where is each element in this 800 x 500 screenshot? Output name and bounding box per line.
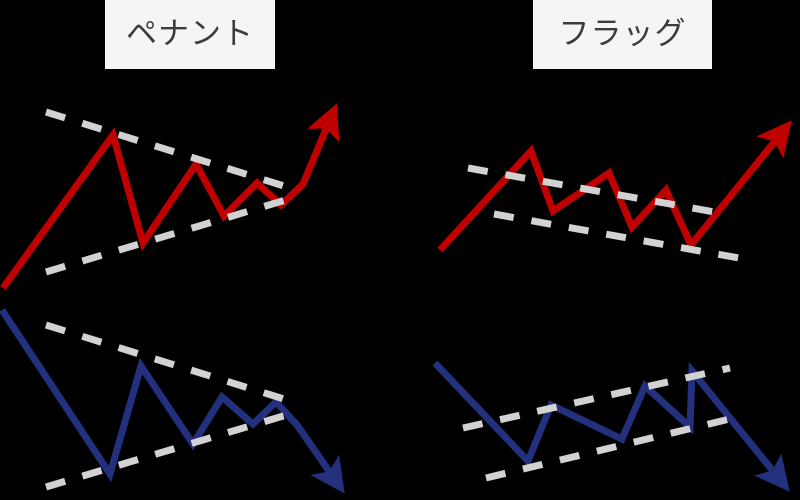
- pennant-bearish-lower-trendline: [44, 407, 302, 491]
- pennant-bullish-upper-trendline: [44, 108, 299, 194]
- flag-bearish-group: [432, 360, 790, 492]
- pennant-bullish-lower-trendline: [44, 192, 301, 276]
- pennant-bearish-upper-trendline: [44, 321, 302, 408]
- panel-title-flag: フラッグ: [533, 0, 712, 69]
- panel-title-flag-label: フラッグ: [558, 16, 687, 52]
- pennant-bearish-line: [0, 308, 345, 494]
- flag-bullish-lower-trendline: [493, 210, 751, 264]
- flag-bearish-upper-trendline: [462, 364, 731, 432]
- pennant-bearish-group: [0, 308, 345, 494]
- flag-bearish-lower-trendline: [485, 413, 739, 482]
- flag-bullish-group: [437, 120, 792, 264]
- flag-bearish-line: [432, 360, 790, 492]
- flag-bullish-upper-trendline: [467, 164, 727, 218]
- panel-title-pennant: ペナント: [105, 0, 275, 69]
- pennant-bullish-line: [0, 103, 340, 291]
- panel-title-pennant-label: ペナント: [126, 16, 254, 52]
- flag-bullish-line: [437, 120, 792, 253]
- pennant-bullish-group: [0, 103, 340, 291]
